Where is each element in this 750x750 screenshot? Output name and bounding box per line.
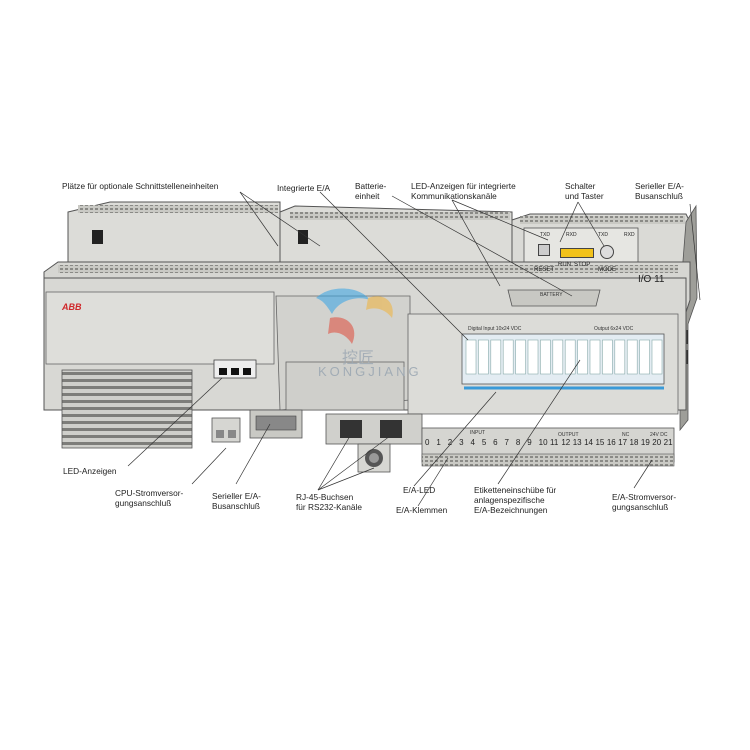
callout-serieller-top: Serieller E/A-Busanschluß xyxy=(635,181,684,201)
led-tag-1: TXD xyxy=(540,232,550,238)
terminal-number: 9 xyxy=(527,438,532,447)
callout-schnittstellen: Plätze für optionale Schnittstelleneinhe… xyxy=(62,181,219,191)
io-led-window xyxy=(651,339,663,375)
battery-label: BATTERY xyxy=(540,292,563,298)
io-led-window xyxy=(614,339,626,375)
terminal-number: 6 xyxy=(493,438,498,447)
io-led-window xyxy=(465,339,477,375)
led-tag-4: RXD xyxy=(624,232,635,238)
terminal-number: 11 xyxy=(550,438,559,447)
input-group-label: INPUT xyxy=(470,430,485,436)
terminal-number: 14 xyxy=(584,438,593,447)
battery-unit xyxy=(507,289,601,307)
stop-label: STOP xyxy=(574,262,591,268)
terminal-number: 3 xyxy=(459,438,464,447)
io-led-window xyxy=(502,339,514,375)
terminal-number: 12 xyxy=(561,438,571,447)
terminal-number: 7 xyxy=(504,438,509,447)
terminal-number: 18 xyxy=(629,438,639,447)
digital-input-label: Digital Input 10x24 VDC xyxy=(468,326,522,332)
io-led-window xyxy=(577,339,588,375)
terminal-number: 21 xyxy=(663,438,673,447)
interface-slot-left xyxy=(67,201,281,263)
mode-switch[interactable] xyxy=(600,245,614,259)
vent-grille xyxy=(61,369,193,449)
watermark-text: KONGJIANG xyxy=(318,364,422,379)
callout-lines xyxy=(127,191,701,507)
run-stop-switch[interactable] xyxy=(560,248,594,258)
terminal-number: 2 xyxy=(447,438,453,447)
io-led-window xyxy=(490,339,502,375)
nc-group-label: NC xyxy=(622,432,630,438)
terminal-number: 1 xyxy=(436,438,441,447)
run-label: RUN xyxy=(558,262,571,268)
terminal-number: 0 xyxy=(425,438,430,447)
io-led-window xyxy=(552,339,564,375)
vdc-group-label: 24V DC xyxy=(650,432,668,438)
terminal-number: 4 xyxy=(470,438,475,447)
io-led-window xyxy=(478,339,489,375)
terminal-block xyxy=(421,427,675,467)
rj45-jacks xyxy=(325,413,423,473)
reset-button-label: RESET xyxy=(534,267,555,273)
output-group-label: OUTPUT xyxy=(558,432,579,438)
digital-output-label: Output 6x24 VDC xyxy=(594,326,634,332)
terminal-number: 20 xyxy=(652,438,662,447)
terminal-number: 17 xyxy=(618,438,628,447)
callout-serieller-bottom: Serieller E/A-Busanschluß xyxy=(212,491,261,511)
status-led-block xyxy=(213,359,257,379)
callout-ea-led: E/A-LED xyxy=(403,485,436,495)
brand-logo: ABB xyxy=(62,302,82,312)
callout-ea-klemmen: E/A-Klemmen xyxy=(396,505,448,515)
io-led-window xyxy=(602,339,613,375)
watermark-chinese: 控匠 xyxy=(342,350,375,367)
led-tag-2: RXD xyxy=(566,232,577,238)
terminal-number: 13 xyxy=(572,438,582,447)
io-label-strip xyxy=(461,333,665,390)
io-led-windows xyxy=(465,339,663,375)
terminal-number: 19 xyxy=(640,438,650,447)
led-tag-3: TXD xyxy=(598,232,608,238)
callout-ea-strom: E/A-Stromversor-gungsanschluß xyxy=(612,492,677,512)
io-led-window xyxy=(515,339,526,375)
cpu-power-connector xyxy=(211,417,241,443)
model-label: I/O 11 xyxy=(638,274,665,285)
io-led-window xyxy=(589,339,601,375)
io-led-window xyxy=(626,339,638,375)
terminal-number: 16 xyxy=(606,438,616,447)
terminal-number: 8 xyxy=(515,438,521,447)
terminal-number: 10 xyxy=(538,438,548,447)
callout-integrierte-ea: Integrierte E/A xyxy=(277,183,331,193)
io-led-window xyxy=(527,339,539,375)
serial-bus-connector xyxy=(249,409,303,439)
reset-button[interactable] xyxy=(538,244,550,256)
watermark-logo xyxy=(316,288,393,344)
callout-batterie: Batterie-einheit xyxy=(355,181,387,201)
terminal-number: 15 xyxy=(595,438,605,447)
callout-cpu-strom: CPU-Stromversor-gungsanschluß xyxy=(115,488,184,508)
mode-label: MODE xyxy=(598,267,616,273)
io-led-window xyxy=(564,339,576,375)
callout-led-anzeigen: LED-Anzeigen xyxy=(63,466,117,476)
io-led-window xyxy=(540,339,551,375)
io-led-window xyxy=(639,339,650,375)
terminal-number: 5 xyxy=(481,438,487,447)
